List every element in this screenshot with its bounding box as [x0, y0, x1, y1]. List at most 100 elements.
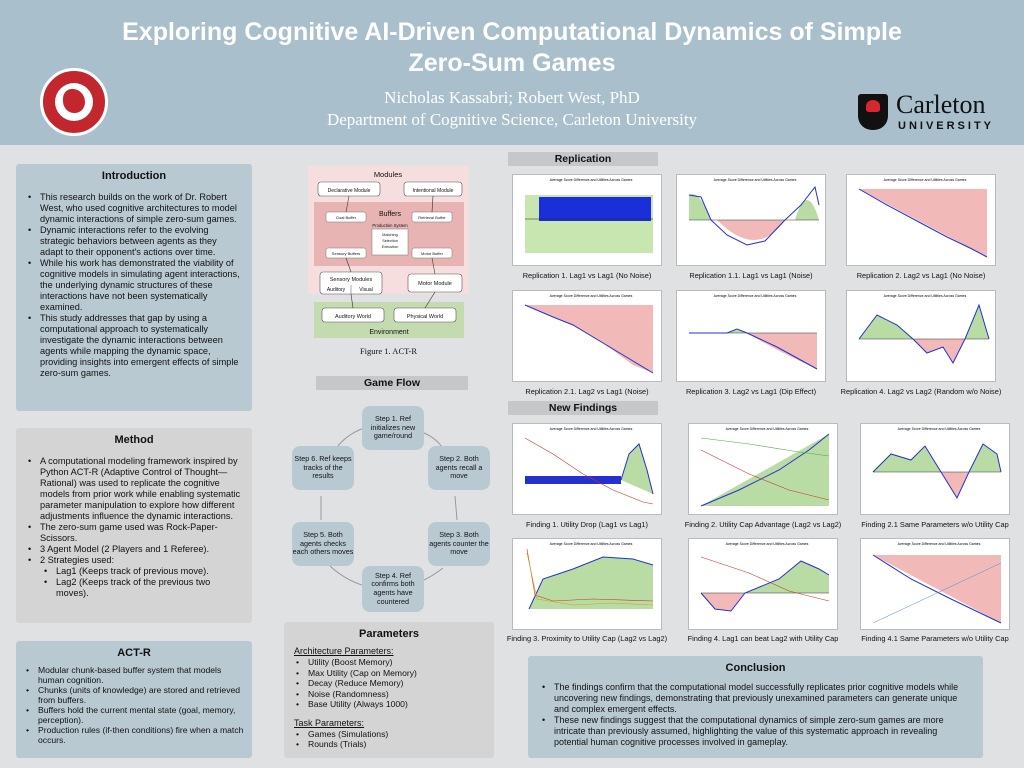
- replication-caption: Replication 1.1. Lag1 vs Lag1 (Noise): [689, 271, 813, 280]
- conclusion-title: Conclusion: [725, 662, 786, 674]
- plot-title: Average Score Difference and Utilities A…: [884, 294, 967, 298]
- actr-list: Modular chunk-based buffer system that m…: [24, 665, 244, 745]
- plot-title: Average Score Difference and Utilities A…: [726, 542, 809, 546]
- plot-title: Average Score Difference and Utilities A…: [898, 427, 981, 431]
- author-names: Nicholas Kassabri; Robert West, PhD: [384, 88, 640, 107]
- auditory-world: Auditory World: [335, 314, 371, 320]
- plot-replication-4: Average Score Difference and Utilities A…: [846, 290, 996, 382]
- game-flow-step: Step 3. Both agents counter the move: [428, 522, 490, 566]
- poster-header: Exploring Cognitive AI-Driven Computatio…: [0, 0, 1024, 145]
- department: Department of Cognitive Science, Carleto…: [326, 110, 698, 129]
- replication-caption: Replication 3. Lag2 vs Lag1 (Dip Effect): [685, 387, 817, 396]
- list-item: Chunks (units of knowledge) are stored a…: [24, 685, 244, 705]
- sensory-modules: Sensory Modules: [330, 277, 373, 283]
- goal-buffer: Goal Buffer: [336, 215, 357, 220]
- plot-title: Average Score Difference and Utilities A…: [550, 542, 633, 546]
- plot-replication-2: Average Score Difference and Utilities A…: [846, 174, 996, 266]
- new-findings-title: New Findings: [508, 401, 658, 415]
- diagram-modules-label: Modules: [374, 170, 403, 179]
- plot-title: Average Score Difference and Utilities A…: [884, 178, 967, 182]
- architecture-list: Utility (Boost Memory) Max Utility (Cap …: [294, 657, 484, 710]
- list-item: Lag1 (Keeps track of previous move).: [26, 566, 242, 577]
- matching-label: Matching: [382, 233, 397, 237]
- visual-label: Visual: [359, 287, 373, 293]
- poster-title: Exploring Cognitive AI-Driven Computatio…: [122, 18, 902, 77]
- game-flow-step: Step 6. Ref keeps tracks of the results: [292, 446, 354, 490]
- plot-replication-1: Average Score Difference and Utilities A…: [512, 174, 662, 266]
- architecture-heading: Architecture Parameters:: [294, 646, 394, 656]
- auditory-label: Auditory: [327, 287, 346, 293]
- physical-world: Physical World: [407, 314, 443, 320]
- list-item: 3 Agent Model (2 Players and 1 Referee).: [26, 544, 242, 555]
- method-panel: Method A computational modeling framewor…: [16, 428, 252, 623]
- plot-title: Average Score Difference and Utilities A…: [726, 427, 809, 431]
- list-item: The zero-sum game used was Rock-Paper-Sc…: [26, 522, 242, 544]
- finding-caption: Finding 2. Utility Cap Advantage (Lag2 v…: [684, 520, 842, 529]
- introduction-list: This research builds on the work of Dr. …: [26, 192, 242, 379]
- declarative-module: Declarative Module: [328, 188, 371, 194]
- finding-caption: Finding 4. Lag1 can beat Lag2 with Utili…: [687, 634, 839, 643]
- list-item: Dynamic interactions refer to the evolvi…: [26, 225, 242, 258]
- production-system: Production System: [372, 223, 408, 228]
- finding-caption: Finding 2.1 Same Parameters w/o Utility …: [861, 520, 1009, 529]
- environment-label: Environment: [369, 329, 408, 336]
- list-item: A computational modeling framework inspi…: [26, 456, 242, 522]
- plot-finding-4: Average Score Difference and Utilities A…: [688, 538, 838, 630]
- shield-icon: [858, 94, 888, 130]
- replication-title: Replication: [508, 152, 658, 166]
- logo-subtext: UNIVERSITY: [898, 120, 995, 132]
- buffers-label: Buffers: [379, 211, 402, 218]
- list-item: Games (Simulations): [294, 729, 484, 740]
- game-flow-step: Step 5. Both agents checks each others m…: [292, 522, 354, 566]
- cognitive-science-logo: [40, 68, 108, 136]
- replication-caption: Replication 1. Lag1 vs Lag1 (No Noise): [522, 271, 652, 280]
- actr-panel: ACT-R Modular chunk-based buffer system …: [16, 641, 252, 758]
- retrieval-buffer: Retrieval Buffer: [418, 215, 446, 220]
- introduction-panel: Introduction This research builds on the…: [16, 164, 252, 411]
- list-item: Utility (Boost Memory): [294, 657, 484, 668]
- introduction-title: Introduction: [101, 170, 167, 182]
- conclusion-panel: Conclusion The findings confirm that the…: [528, 656, 983, 758]
- replication-caption: Replication 4. Lag2 vs Lag2 (Random w/o …: [840, 387, 1002, 396]
- plot-title: Average Score Difference and Utilities A…: [714, 294, 797, 298]
- list-item: Rounds (Trials): [294, 739, 484, 750]
- task-list: Games (Simulations) Rounds (Trials): [294, 729, 484, 750]
- game-flow-step: Step 1. Ref initializes new game/round: [362, 406, 424, 450]
- plot-replication-3: Average Score Difference and Utilities A…: [676, 290, 826, 382]
- motor-buffer: Motor Buffer: [421, 251, 444, 256]
- parameters-panel: Parameters Architecture Parameters: Util…: [284, 622, 494, 758]
- plot-finding-1: Average Score Difference and Utilities A…: [512, 423, 662, 515]
- plot-replication-1-1: Average Score Difference and Utilities A…: [676, 174, 826, 266]
- selection-label: Selection: [382, 239, 398, 243]
- plot-title: Average Score Difference and Utilities A…: [550, 294, 633, 298]
- method-list: A computational modeling framework inspi…: [26, 456, 242, 599]
- plot-title: Average Score Difference and Utilities A…: [898, 542, 981, 546]
- method-title: Method: [114, 434, 154, 446]
- list-item: Noise (Randomness): [294, 689, 484, 700]
- authors: Nicholas Kassabri; Robert West, PhD Depa…: [240, 87, 784, 131]
- replication-caption: Replication 2.1. Lag2 vs Lag1 (Noise): [525, 387, 649, 396]
- intentional-module: Intentional Module: [413, 188, 454, 194]
- plot-replication-2-1: Average Score Difference and Utilities A…: [512, 290, 662, 382]
- replication-caption: Replication 2. Lag2 vs Lag1 (No Noise): [856, 271, 986, 280]
- list-item: Decay (Reduce Memory): [294, 678, 484, 689]
- list-item: The findings confirm that the computatio…: [540, 682, 971, 715]
- plot-title: Average Score Difference and Utilities A…: [550, 178, 633, 182]
- logo-wordmark: Carleton: [896, 90, 986, 119]
- list-item: 2 Strategies used:: [26, 555, 242, 566]
- figure1-caption: Figure 1. ACT-R: [359, 346, 418, 356]
- plot-finding-4-1: Average Score Difference and Utilities A…: [860, 538, 1010, 630]
- list-item: Base Utility (Always 1000): [294, 699, 484, 710]
- actr-diagram-svg: Modules Declarative Module Intentional M…: [314, 170, 464, 338]
- game-flow-step: Step 4. Ref confirms both agents have co…: [362, 566, 424, 612]
- execution-label: Execution: [382, 245, 399, 249]
- plot-finding-2-1: Average Score Difference and Utilities A…: [860, 423, 1010, 515]
- finding-caption: Finding 1. Utility Drop (Lag1 vs Lag1): [525, 520, 648, 529]
- game-flow-title: Game Flow: [316, 376, 468, 390]
- plot-title: Average Score Difference and Utilities A…: [714, 178, 797, 182]
- finding-caption: Finding 3. Proximity to Utility Cap (Lag…: [506, 634, 668, 643]
- finding-caption: Finding 4.1 Same Parameters w/o Utility …: [861, 634, 1009, 643]
- list-item: These new findings suggest that the comp…: [540, 715, 971, 748]
- list-item: This study addresses that gap by using a…: [26, 313, 242, 379]
- list-item: While his work has demonstrated the viab…: [26, 258, 242, 313]
